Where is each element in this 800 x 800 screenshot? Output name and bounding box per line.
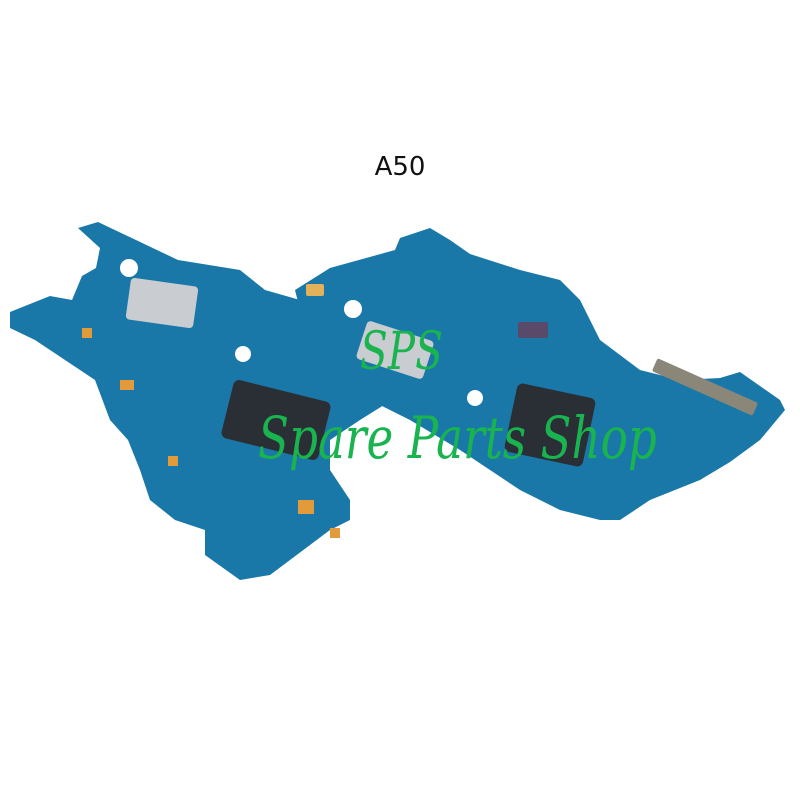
- watermark-shop-name: Spare Parts Shop: [258, 404, 657, 472]
- product-title: A50: [374, 152, 426, 182]
- right-pcb-board: [295, 228, 785, 520]
- watermark-sps: SPS: [360, 322, 443, 382]
